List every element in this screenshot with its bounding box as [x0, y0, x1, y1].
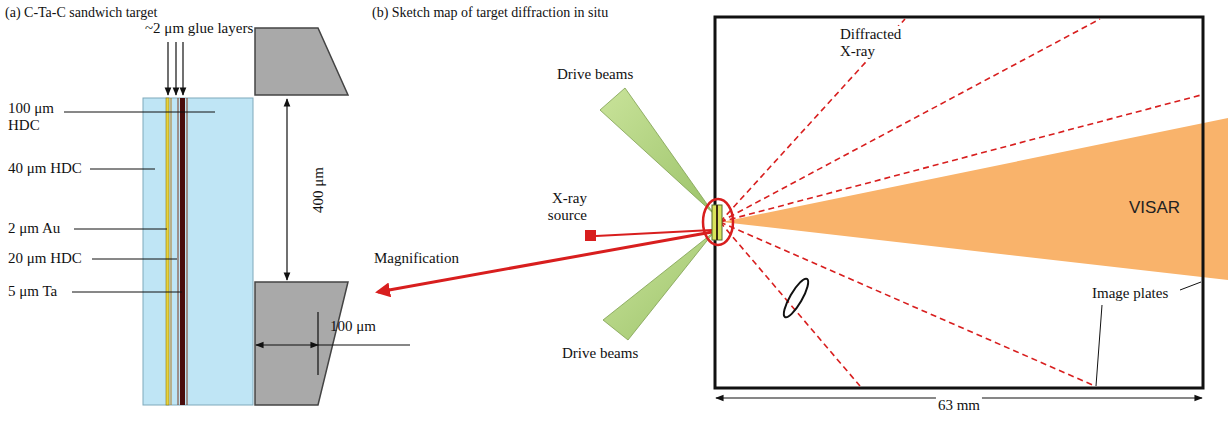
target	[703, 199, 733, 245]
drive-beams	[600, 88, 714, 340]
visar-label: VISAR	[1125, 196, 1185, 220]
label: 40 μm HDC	[8, 160, 82, 177]
label: Drive beams	[560, 345, 640, 362]
label: 63 mm	[936, 397, 982, 414]
xray-source	[585, 230, 596, 241]
lens	[780, 276, 812, 320]
diffracted-rays	[720, 19, 1201, 386]
label: 2 μm Au	[8, 220, 60, 237]
node-text: VISAR	[1125, 196, 1185, 220]
label: 100 μm	[330, 318, 376, 335]
dimension-lines	[256, 99, 410, 375]
label: Diffracted X-ray	[838, 26, 920, 60]
label: (b) Sketch map of target diffraction in …	[372, 4, 608, 21]
label: 20 μm HDC	[8, 250, 82, 267]
chamber-frame	[715, 17, 1203, 388]
label: Magnification	[372, 250, 461, 267]
label: (a) C-Ta-C sandwich target	[5, 4, 157, 21]
label: Image plates	[1090, 285, 1170, 302]
label: Drive beams	[555, 66, 635, 83]
label: ~2 μm glue layers	[145, 20, 253, 37]
aperture-blocks	[255, 28, 348, 405]
label: X-ray source	[527, 190, 589, 224]
sandwich-target	[143, 98, 253, 405]
label: 100 μm HDC	[8, 100, 64, 134]
leader-lines	[64, 112, 215, 292]
label: 5 μm Ta	[8, 283, 57, 300]
glue-arrows	[168, 42, 183, 95]
label: 400 μm	[310, 167, 327, 213]
